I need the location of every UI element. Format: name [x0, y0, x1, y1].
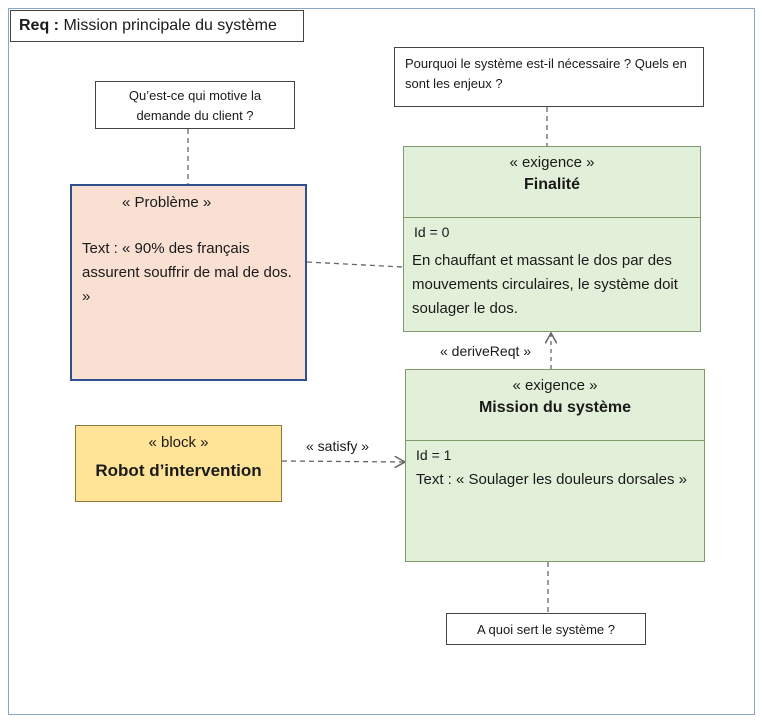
diagram-title: Mission principale du système: [63, 17, 277, 34]
finalite-text: En chauffant et massant le dos par des m…: [412, 252, 678, 317]
motive-note: Qu’est-ce qui motive la demande du clien…: [95, 81, 295, 129]
purpose-note: A quoi sert le système ?: [446, 613, 646, 645]
satisfy-label: « satisfy »: [306, 438, 370, 454]
finalite-header: « exigence » Finalité: [404, 147, 700, 218]
block-name: Robot d’intervention: [95, 461, 262, 480]
robot-block: « block » Robot d’intervention: [75, 425, 282, 502]
mission-stereotype: « exigence »: [512, 377, 598, 394]
mission-id: Id = 1: [416, 447, 452, 463]
probleme-box: « Problème » Text : « 90% des français a…: [70, 184, 307, 381]
why-note-text: Pourquoi le système est-il nécessaire ? …: [405, 56, 687, 91]
diagram-tag: Req :: [19, 17, 59, 34]
finalite-name: Finalité: [523, 176, 580, 193]
purpose-note-text: A quoi sert le système ?: [476, 622, 615, 637]
why-note: Pourquoi le système est-il nécessaire ? …: [394, 47, 704, 107]
mission-header: « exigence » Mission du système: [406, 370, 704, 441]
finalite-id: Id = 0: [414, 224, 450, 240]
probleme-text: Text : « 90% des français assurent souff…: [82, 240, 292, 305]
probleme-stereotype: « Problème »: [122, 194, 212, 211]
derive-label: « deriveReqt »: [440, 343, 532, 359]
mission-name: Mission du système: [478, 399, 632, 416]
motive-note-text: Qu’est-ce qui motive la demande du clien…: [128, 88, 262, 123]
mission-requirement: « exigence » Mission du système Id = 1 T…: [405, 369, 705, 562]
finalite-stereotype: « exigence »: [509, 154, 595, 171]
diagram-frame: [8, 8, 755, 715]
finalite-requirement: « exigence » Finalité Id = 0 En chauffan…: [403, 146, 701, 332]
diagram-title-tab: Req : Mission principale du système: [10, 10, 304, 42]
mission-text: Text : « Soulager les douleurs dorsales …: [416, 471, 687, 488]
block-stereotype: « block »: [148, 434, 209, 451]
